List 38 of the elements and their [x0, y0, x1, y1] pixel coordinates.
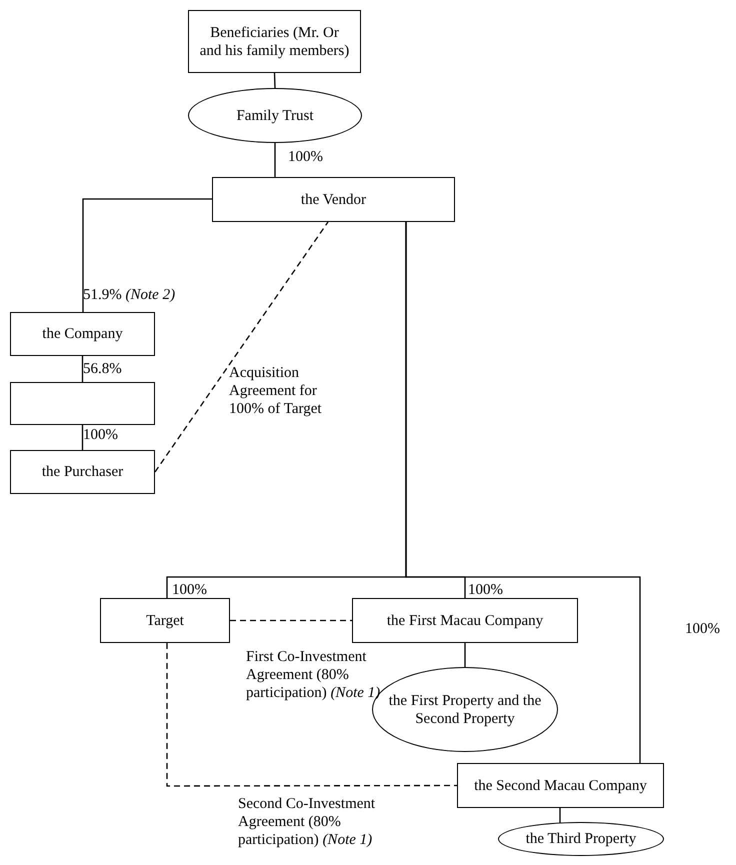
edge-label: 56.8% [83, 360, 123, 378]
node-label: the Company [42, 325, 123, 343]
node-label: Target [146, 612, 184, 630]
entity-box [212, 177, 455, 222]
edge-label: 51.9% (Note 2) [83, 286, 176, 304]
edge-label: Acquisition Agreement for 100% of Target [229, 364, 323, 418]
edge-label: 100% [685, 620, 721, 638]
node-label: the Third Property [526, 830, 636, 848]
node-label: the First Macau Company [386, 612, 544, 630]
node-label: the Purchaser [42, 463, 124, 481]
entity-box [188, 10, 361, 73]
edge-label: 100% [468, 581, 504, 599]
node-label: Family Trust [236, 106, 314, 124]
connector-line [82, 356, 84, 382]
edge-label: 100% [288, 148, 324, 166]
node-label: Beneficiaries (Mr. Or and his family members) [199, 24, 350, 60]
node-label: the Vendor [300, 190, 366, 208]
connector-line [274, 143, 276, 177]
dashed-connector [230, 620, 352, 622]
entity-box [10, 450, 155, 494]
edge-label: Second Co-Investment Agreement (80% participation) (Note 1) [238, 795, 376, 849]
connector-line [82, 198, 212, 312]
entity-box [10, 312, 155, 356]
dashed-connector [154, 222, 329, 472]
dashed-connector [166, 643, 457, 787]
connector-line [82, 425, 84, 450]
entity-box [352, 598, 578, 643]
connector-line [464, 643, 466, 667]
connector-line [405, 222, 641, 763]
connector-line [274, 72, 276, 88]
entity-box [100, 598, 230, 643]
entity-box [457, 763, 664, 808]
edge-label: 100% [172, 581, 208, 599]
node-label: the Second Macau Company [474, 776, 647, 794]
entity-box [10, 382, 155, 425]
node-label: the First Property and the Second Property [388, 692, 542, 728]
edge-label: 100% [83, 426, 119, 444]
connector-line [559, 808, 561, 823]
